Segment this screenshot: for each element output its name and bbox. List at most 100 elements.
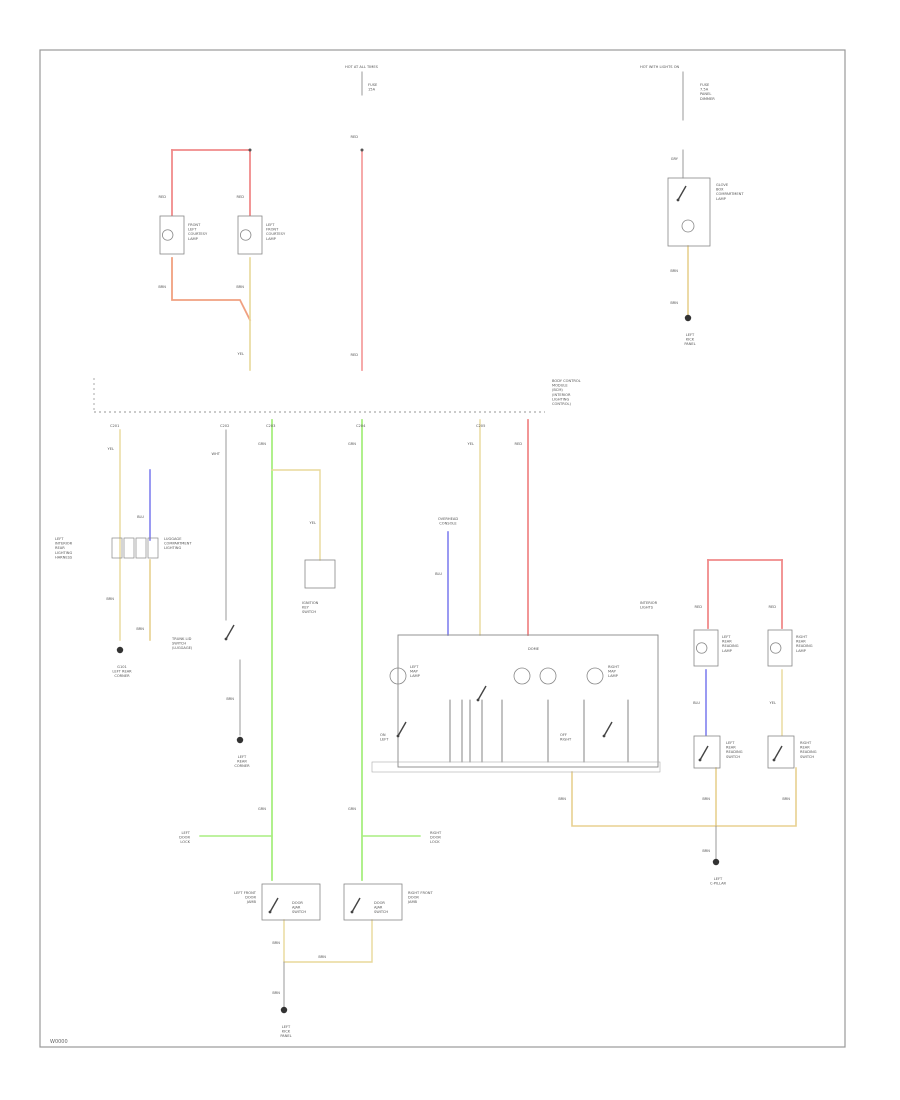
wire-label: BRN: [272, 991, 280, 995]
wire-label: YEL: [108, 447, 114, 451]
wire-label: GRN: [348, 442, 356, 446]
wire-label: BRN: [670, 269, 678, 273]
splice-dot: [360, 148, 364, 152]
rear-right-reading-lamp-box: [767, 629, 793, 667]
wire-label: YEL: [238, 352, 244, 356]
trunk-lid-switch-label: SWITCH: [172, 642, 186, 646]
left-door-lock-label: LOCK: [180, 840, 190, 844]
left-door-switch-label: LEFT FRONT: [234, 891, 257, 895]
luggage-lamp-right-label: LIGHTING: [164, 546, 181, 550]
rear-left-switch-label: REAR: [726, 746, 736, 750]
wire-label: RED: [236, 195, 244, 199]
wire-label: WHT: [212, 452, 221, 456]
right-door-switch-box: [343, 883, 403, 921]
top-right-fuse: PANEL: [700, 92, 711, 96]
wire-label: RED: [350, 135, 358, 139]
ignition-key-switch-label: IGNITION: [302, 601, 319, 605]
glove-ground-icon: [684, 314, 692, 322]
right-door-lock-label: RIGHT: [430, 831, 442, 835]
wire-label: RED: [768, 605, 776, 609]
wire-label: BRN: [272, 941, 280, 945]
body-control-module-label: (INTERIOR: [552, 393, 571, 397]
wire-label: GRN: [258, 807, 266, 811]
luggage-ground-label: LEFT REAR: [112, 670, 132, 674]
rear-right-reading-lamp-bulb-icon: [769, 642, 782, 654]
right-door-switch-label: JAMB: [407, 900, 418, 904]
front-right-courtesy-lamp-label: COURTESY: [266, 232, 286, 236]
wire-label: BRN: [558, 797, 566, 801]
connector-callout: C204: [356, 424, 366, 428]
rear-ground-label: C-PILLAR: [710, 882, 727, 886]
glove-box-lamp-label: COMPARTMENT: [716, 192, 744, 196]
top-center-fuse: FUSE: [368, 83, 378, 87]
trunk-lid-switch-pivot: [224, 637, 228, 641]
right-map-lamp-icon: [586, 667, 604, 685]
interior-lights-label: INTERIOR: [640, 601, 658, 605]
left-door-switch-inner-label: AJAR: [292, 906, 301, 910]
body-control-module-label: BODY CONTROL: [552, 379, 581, 383]
wire-label: BLU: [693, 701, 700, 705]
left-map-lamp-icon: [389, 667, 407, 685]
dome-lamp-icon-2: [539, 667, 557, 685]
connector-callout: C201: [110, 424, 119, 428]
top-right-fuse: 7.5A: [700, 88, 709, 92]
luggage-lamp-left-label: HARNESS: [55, 555, 73, 559]
right-door-switch-icon: [351, 897, 361, 913]
trunk-lid-switch-label: TRUNK LID: [171, 637, 192, 641]
rear-left-reading-switch-pivot: [698, 758, 702, 762]
wire-label: BRN: [318, 955, 326, 959]
glove-box-lamp-label: LAMP: [716, 197, 727, 201]
wire-label: BRN: [236, 285, 244, 289]
splice-dot: [248, 148, 252, 152]
connector-callout: C205: [476, 424, 485, 428]
ignition-key-switch-label: KEY: [302, 606, 310, 610]
rear-ground-icon: [712, 858, 720, 866]
wire-label: RED: [694, 605, 702, 609]
luggage-lamp-right-label: COMPARTMENT: [164, 542, 192, 546]
console-connector: [371, 761, 661, 773]
luggage-lamp-left-label: INTERIOR: [55, 542, 73, 546]
dome-lamp-label: DOME: [528, 647, 540, 651]
right-map-switch-label: OFF: [560, 733, 567, 737]
left-door-switch-label: DOOR: [245, 896, 256, 900]
right-map-switch-icon: [603, 721, 613, 737]
front-right-courtesy-lamp-bulb-icon: [239, 229, 252, 241]
overhead-console-box: [397, 634, 659, 768]
wire-label: BRN: [782, 797, 790, 801]
connector-callout: C203: [266, 424, 275, 428]
wire-label: GRN: [258, 442, 266, 446]
overhead-console-label: OVERHEAD: [438, 517, 458, 521]
body-control-module-label: (BCM): [552, 388, 563, 392]
wire-label: GRY: [671, 157, 679, 161]
right-door-switch-label: RIGHT FRONT: [408, 891, 433, 895]
glove-box-bulb-icon: [681, 219, 695, 233]
wire-label: RED: [514, 442, 522, 446]
rear-left-reading-switch-icon: [699, 745, 709, 761]
top-center-feed: HOT AT ALL TIMES: [345, 65, 379, 69]
right-map-switch-pivot: [602, 734, 606, 738]
glove-box-lamp-label: BOX: [716, 188, 724, 192]
rear-right-reading-lamp-label: REAR: [796, 640, 806, 644]
dome-lamp-icon: [513, 667, 531, 685]
front-right-courtesy-lamp-label: LAMP: [266, 237, 277, 241]
left-map-switch-label: ON: [380, 733, 386, 737]
rear-left-switch-label: SWITCH: [726, 755, 740, 759]
top-right-fuse: DIMMER: [700, 97, 715, 101]
interior-lights-label: LIGHTS: [640, 606, 654, 610]
trunk-ground-icon: [236, 736, 244, 744]
rear-left-reading-lamp-label: LEFT: [722, 635, 731, 639]
wire-label: GRN: [348, 807, 356, 811]
left-door-switch-label: JAMB: [246, 900, 257, 904]
wire-label: BRN: [670, 301, 678, 305]
rear-left-reading-lamp-label: READING: [722, 644, 739, 648]
left-door-switch-inner-label: DOOR: [292, 901, 303, 905]
right-door-lock-label: LOCK: [430, 840, 440, 844]
door-switch-return: [283, 919, 373, 963]
luggage-lamp-right-label: LUGGAGE: [164, 537, 182, 541]
right-map-lamp-label: LAMP: [608, 674, 619, 678]
front-left-courtesy-lamp-bulb-icon: [161, 229, 174, 241]
door-ground-icon: [280, 1006, 288, 1014]
glove-ground-label: LEFT: [686, 333, 695, 337]
overhead-console-label: CONSOLE: [439, 522, 457, 526]
wire-label: BLU: [435, 572, 442, 576]
